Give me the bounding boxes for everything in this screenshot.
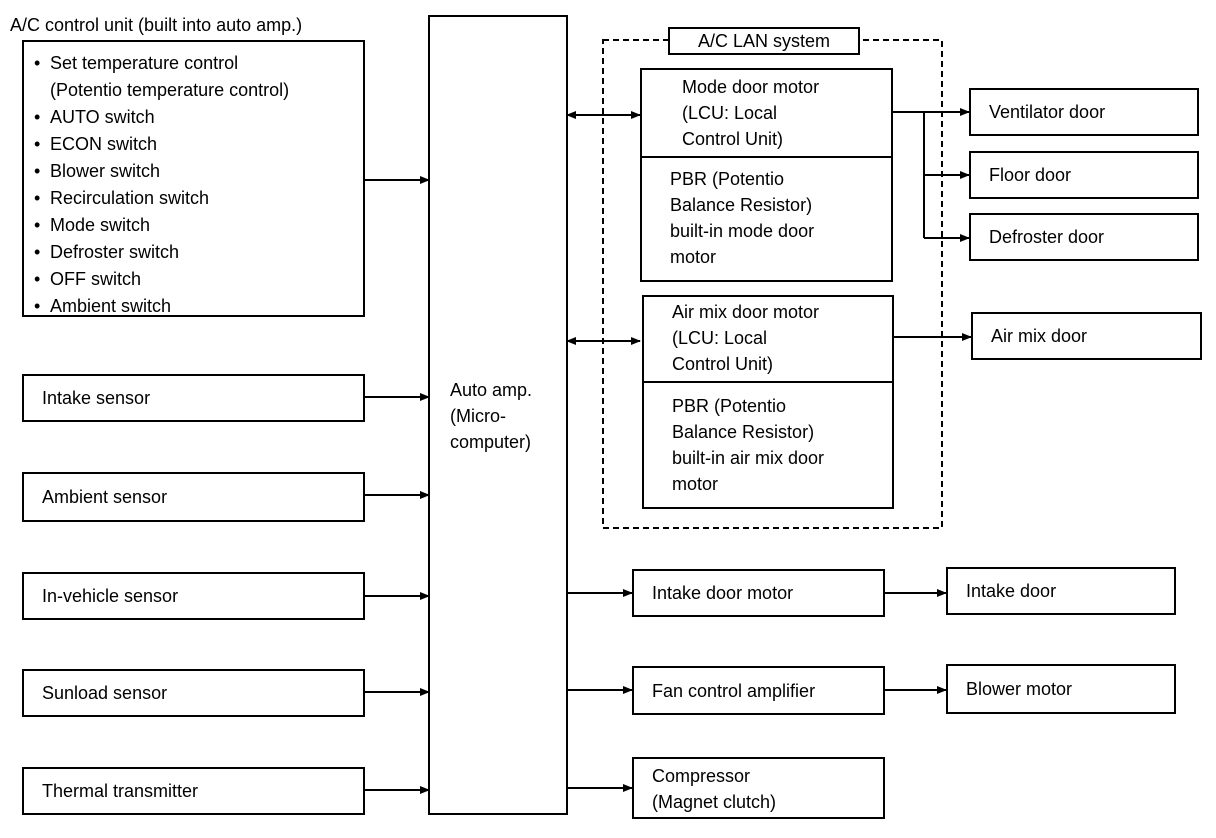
- compressor-label: Compressor: [652, 766, 751, 786]
- switch-item: AUTO switch: [34, 104, 363, 131]
- switch-item: Defroster switch: [34, 239, 363, 266]
- air-mix-pbr-label: built-in air mix door: [672, 448, 825, 468]
- auto-amp-label: (Micro-: [450, 406, 506, 426]
- lan-system-title: A/C LAN system: [697, 31, 831, 51]
- mode-door-motor-label: (LCU: Local: [682, 103, 778, 123]
- switch-item: Blower switch: [34, 158, 363, 185]
- switch-item: ECON switch: [34, 131, 363, 158]
- auto-amp-label: Auto amp.: [450, 380, 533, 400]
- intake-door-motor-box: Intake door motor: [632, 569, 885, 617]
- floor-door-label: Floor door: [989, 165, 1072, 185]
- in-vehicle-sensor-box: In-vehicle sensor: [22, 572, 365, 620]
- mode-door-pbr-box: PBR (Potentio Balance Resistor) built-in…: [640, 156, 893, 282]
- switch-item: Mode switch: [34, 212, 363, 239]
- fan-control-amplifier-box: Fan control amplifier: [632, 666, 885, 715]
- air-mix-pbr-label: Balance Resistor): [672, 422, 815, 442]
- intake-door-box: Intake door: [946, 567, 1176, 615]
- thermal-transmitter-box: Thermal transmitter: [22, 767, 365, 815]
- control-unit-box: Set temperature control (Potentio temper…: [22, 40, 365, 320]
- mode-door-pbr-label: PBR (Potentio: [670, 169, 785, 189]
- lan-system-title-box: A/C LAN system: [668, 27, 860, 55]
- intake-door-motor-label: Intake door motor: [652, 583, 794, 603]
- floor-door-box: Floor door: [969, 151, 1199, 199]
- switch-item: Ambient switch: [34, 293, 363, 320]
- air-mix-pbr-label: PBR (Potentio: [672, 396, 787, 416]
- compressor-box: Compressor (Magnet clutch): [632, 757, 885, 819]
- mode-door-motor-box: Mode door motor (LCU: Local Control Unit…: [640, 68, 893, 158]
- air-mix-door-box: Air mix door: [971, 312, 1202, 360]
- ambient-sensor-box: Ambient sensor: [22, 472, 365, 522]
- air-mix-door-motor-label: (LCU: Local: [672, 328, 768, 348]
- control-unit-title: A/C control unit (built into auto amp.): [10, 15, 303, 35]
- switch-item: Recirculation switch: [34, 185, 363, 212]
- blower-motor-box: Blower motor: [946, 664, 1176, 714]
- air-mix-door-label: Air mix door: [991, 326, 1088, 346]
- intake-sensor-box: Intake sensor: [22, 374, 365, 422]
- ventilator-door-label: Ventilator door: [989, 102, 1106, 122]
- compressor-label: (Magnet clutch): [652, 792, 777, 812]
- mode-door-pbr-label: Balance Resistor): [670, 195, 813, 215]
- switch-item-note: (Potentio temperature control): [50, 80, 290, 100]
- mode-door-motor-label: Control Unit): [682, 129, 784, 149]
- ventilator-door-box: Ventilator door: [969, 88, 1199, 136]
- sunload-sensor-box: Sunload sensor: [22, 669, 365, 717]
- defroster-door-box: Defroster door: [969, 213, 1199, 261]
- defroster-door-label: Defroster door: [989, 227, 1105, 247]
- switch-item: OFF switch: [34, 266, 363, 293]
- air-mix-pbr-label: motor: [672, 474, 719, 494]
- switch-item: Set temperature control: [34, 50, 363, 77]
- mode-door-pbr-label: built-in mode door: [670, 221, 815, 241]
- mode-door-motor-label: Mode door motor: [682, 77, 820, 97]
- intake-sensor-label: Intake sensor: [42, 388, 151, 408]
- air-mix-pbr-box: PBR (Potentio Balance Resistor) built-in…: [642, 381, 894, 509]
- in-vehicle-sensor-label: In-vehicle sensor: [42, 586, 179, 606]
- mode-door-pbr-label: motor: [670, 247, 717, 267]
- air-mix-door-motor-box: Air mix door motor (LCU: Local Control U…: [642, 295, 894, 383]
- sunload-sensor-label: Sunload sensor: [42, 683, 168, 703]
- auto-amp-box: Auto amp. (Micro- computer): [428, 15, 568, 815]
- air-mix-door-motor-label: Air mix door motor: [672, 302, 820, 322]
- ambient-sensor-label: Ambient sensor: [42, 487, 168, 507]
- intake-door-label: Intake door: [966, 581, 1057, 601]
- lan-system-boundary: [602, 39, 943, 529]
- blower-motor-label: Blower motor: [966, 679, 1073, 699]
- thermal-transmitter-label: Thermal transmitter: [42, 781, 199, 801]
- auto-amp-label: computer): [450, 432, 532, 452]
- air-mix-door-motor-label: Control Unit): [672, 354, 774, 374]
- fan-control-amplifier-label: Fan control amplifier: [652, 680, 816, 701]
